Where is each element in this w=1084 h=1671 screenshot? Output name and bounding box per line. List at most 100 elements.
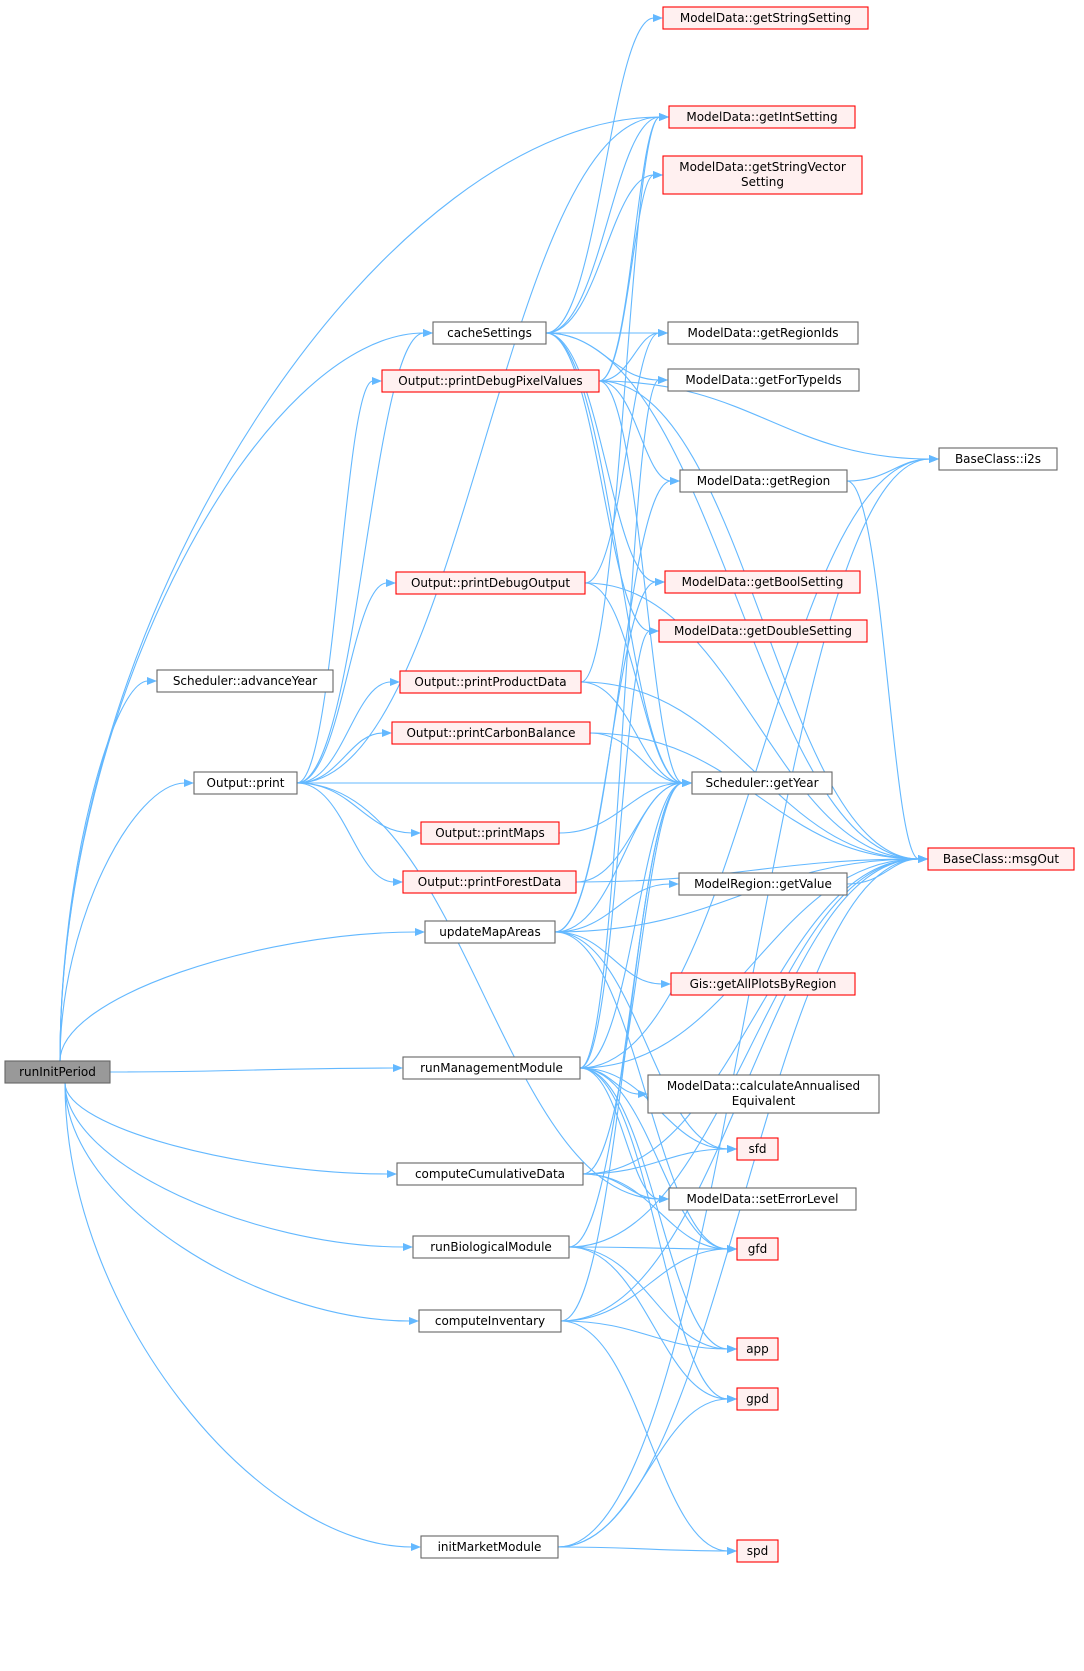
- edge-line: [584, 582, 920, 860]
- node-compute-cumulative-data[interactable]: computeCumulativeData: [396, 1162, 584, 1186]
- node-get-all-plots-by-region[interactable]: Gis::getAllPlotsByRegion: [670, 972, 856, 996]
- node-print-forest-data[interactable]: Output::printForestData: [402, 870, 577, 894]
- node-print[interactable]: Output::print: [193, 771, 298, 795]
- node-get-region-ids[interactable]: ModelData::getRegionIds: [667, 321, 859, 345]
- node-sfd[interactable]: sfd: [736, 1137, 779, 1161]
- node-i2s[interactable]: BaseClass::i2s: [938, 447, 1058, 471]
- node-gfd[interactable]: gfd: [736, 1237, 779, 1261]
- edge-line: [580, 681, 920, 860]
- edge-line: [598, 174, 655, 382]
- edge-line: [296, 380, 374, 784]
- node-init-market-module[interactable]: initMarketModule: [420, 1535, 559, 1559]
- node-label: Output::printForestData: [418, 875, 561, 889]
- node-root[interactable]: runInitPeriod: [4, 1060, 111, 1084]
- edge-print-to-print-maps: [296, 782, 421, 837]
- edge-line: [568, 1246, 729, 1400]
- node-box: [402, 1056, 581, 1080]
- node-set-error-level[interactable]: ModelData::setErrorLevel: [668, 1187, 857, 1211]
- edge-arrowhead: [411, 1543, 421, 1551]
- node-label: ModelData::setErrorLevel: [686, 1192, 838, 1206]
- edge-line: [560, 1248, 729, 1322]
- node-msg-out[interactable]: BaseClass::msgOut: [927, 847, 1075, 871]
- edge-line: [296, 582, 388, 784]
- node-box: [662, 155, 863, 195]
- node-run-management-module[interactable]: runManagementModule: [402, 1056, 581, 1080]
- node-run-biological-module[interactable]: runBiologicalModule: [412, 1235, 570, 1259]
- node-box: [156, 669, 334, 693]
- node-print-debug-output[interactable]: Output::printDebugOutput: [395, 571, 586, 595]
- edge-line: [296, 681, 392, 784]
- edge-line: [554, 581, 657, 933]
- node-app[interactable]: app: [736, 1337, 779, 1361]
- edge-line: [59, 116, 661, 1062]
- edge-line: [582, 858, 920, 1175]
- edge-arrowhead: [653, 171, 663, 179]
- node-get-bool-setting[interactable]: ModelData::getBoolSetting: [664, 570, 861, 594]
- edge-arrowhead: [649, 627, 659, 635]
- edge-line: [545, 116, 661, 334]
- node-spd[interactable]: spd: [736, 1539, 779, 1563]
- node-box: [420, 1535, 559, 1559]
- edge-print-product-data-to-get-int-setting: [580, 113, 669, 683]
- node-label: ModelData::getDoubleSetting: [674, 624, 852, 638]
- node-box: [691, 771, 833, 795]
- edge-root-to-cache-settings: [59, 329, 433, 1062]
- edge-arrowhead: [653, 14, 663, 22]
- node-label: ModelData::getRegion: [697, 474, 831, 488]
- node-box: [402, 870, 577, 894]
- node-box: [736, 1237, 779, 1261]
- edge-line: [579, 1067, 729, 1250]
- edge-update-map-areas-to-get-all-plots-by-region: [554, 931, 671, 988]
- node-get-string-setting[interactable]: ModelData::getStringSetting: [662, 6, 869, 30]
- node-advance-year[interactable]: Scheduler::advanceYear: [156, 669, 334, 693]
- edge-print-to-print-debug-output: [296, 579, 396, 784]
- node-label: BaseClass::msgOut: [943, 852, 1059, 866]
- node-box: [432, 321, 547, 345]
- node-gpd[interactable]: gpd: [736, 1387, 779, 1411]
- edge-line: [579, 630, 651, 1069]
- edge-line: [579, 1067, 729, 1350]
- edge-print-debug-output-to-get-region-ids: [584, 329, 668, 584]
- edge-init-market-module-to-spd: [557, 1546, 737, 1555]
- node-label: ModelData::getStringSetting: [680, 11, 851, 25]
- edge-update-map-areas-to-get-bool-setting: [554, 578, 665, 933]
- edge-arrowhead: [415, 928, 425, 936]
- node-get-year[interactable]: Scheduler::getYear: [691, 771, 833, 795]
- node-print-product-data[interactable]: Output::printProductData: [399, 670, 582, 694]
- edge-arrowhead: [147, 677, 157, 685]
- node-update-map-areas[interactable]: updateMapAreas: [424, 920, 556, 944]
- edge-run-biological-module-to-gpd: [568, 1246, 737, 1403]
- edge-line: [296, 782, 413, 834]
- node-get-int-setting[interactable]: ModelData::getIntSetting: [668, 105, 856, 129]
- edge-line: [558, 782, 684, 834]
- node-label: BaseClass::i2s: [955, 452, 1041, 466]
- edge-init-market-module-to-gpd: [557, 1395, 737, 1548]
- edge-line: [545, 332, 651, 632]
- node-print-carbon-balance[interactable]: Output::printCarbonBalance: [391, 721, 591, 745]
- edge-line: [545, 332, 657, 583]
- node-print-maps[interactable]: Output::printMaps: [420, 821, 560, 845]
- edge-line: [568, 1246, 729, 1250]
- edge-line: [545, 17, 655, 334]
- edge-line: [560, 1320, 729, 1350]
- node-label: ModelData::getForTypeIds: [685, 373, 841, 387]
- edge-run-management-module-to-get-for-type-ids: [579, 376, 668, 1069]
- node-get-double-setting[interactable]: ModelData::getDoubleSetting: [658, 619, 868, 643]
- node-print-debug-pixel-values[interactable]: Output::printDebugPixelValues: [381, 369, 600, 393]
- edge-line: [59, 931, 417, 1062]
- node-cache-settings[interactable]: cacheSettings: [432, 321, 547, 345]
- edge-compute-cumulative-data-to-sfd: [582, 1145, 737, 1175]
- node-label: runInitPeriod: [19, 1065, 96, 1079]
- node-box: [668, 105, 856, 129]
- node-compute-inventary[interactable]: computeInventary: [418, 1309, 562, 1333]
- edge-line: [545, 332, 684, 784]
- edge-arrowhead: [387, 1170, 397, 1178]
- edge-root-to-run-management-module: [109, 1064, 403, 1073]
- node-get-region[interactable]: ModelData::getRegion: [679, 469, 848, 493]
- edge-line: [59, 680, 149, 1062]
- node-get-value[interactable]: ModelRegion::getValue: [678, 872, 848, 896]
- node-get-for-type-ids[interactable]: ModelData::getForTypeIds: [667, 368, 860, 392]
